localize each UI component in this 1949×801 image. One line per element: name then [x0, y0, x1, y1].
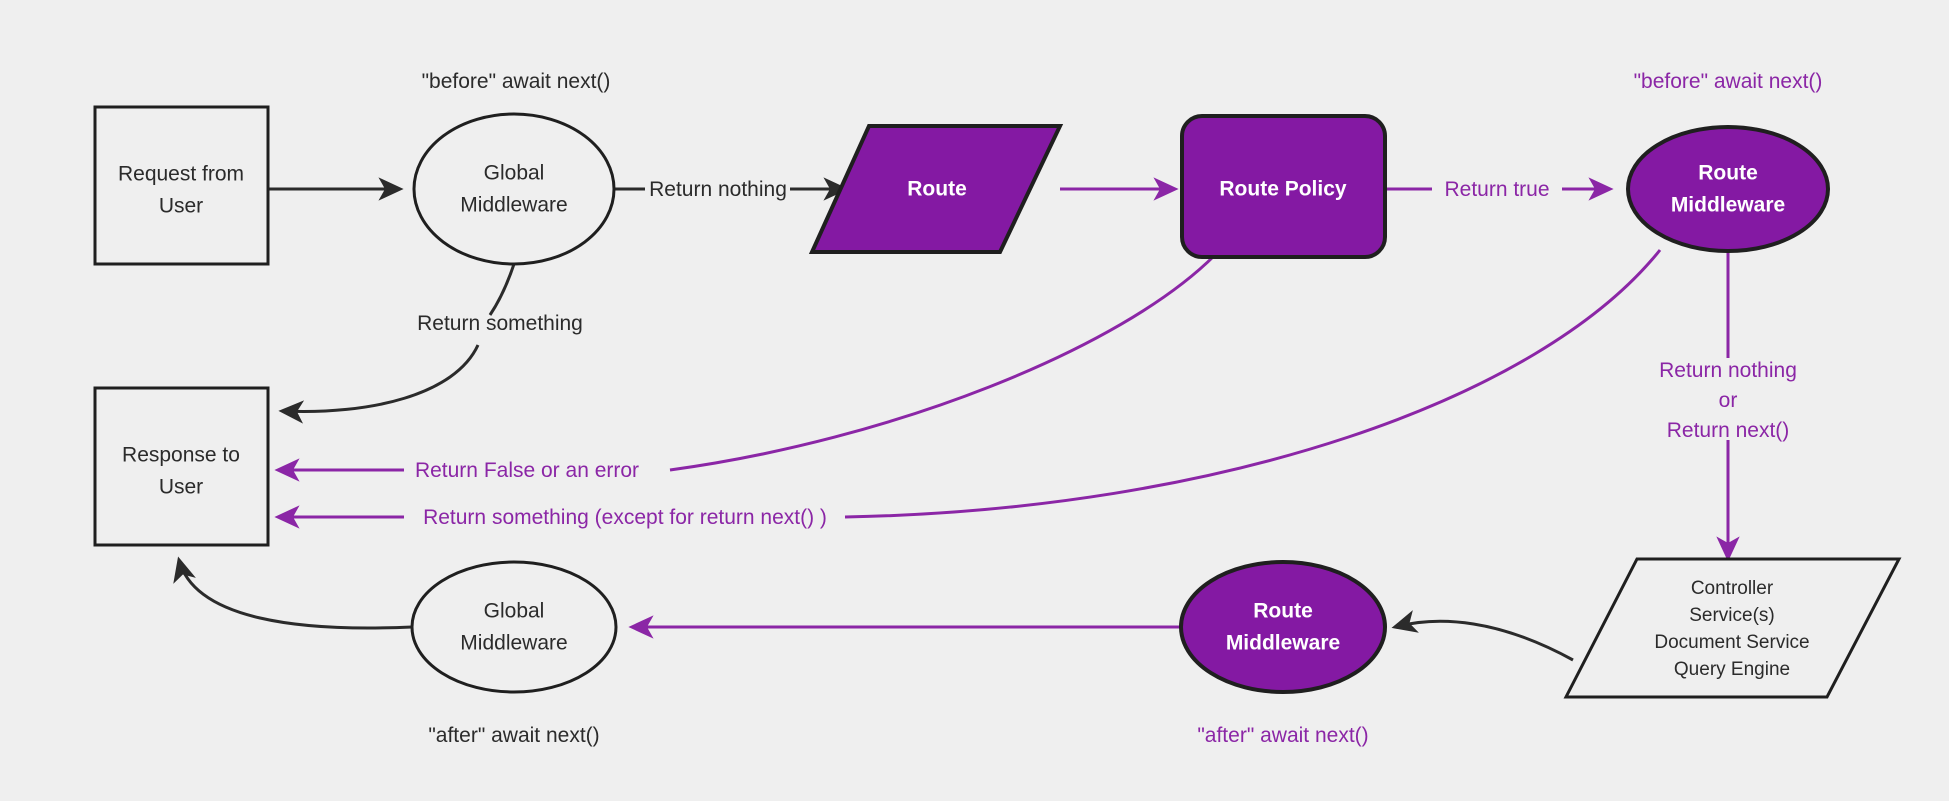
node-route-policy[interactable]: Route Policy: [1180, 114, 1387, 259]
request-from-user-label-line1: Request from: [118, 163, 244, 186]
node-route-middleware-top[interactable]: Route Middleware: [1626, 125, 1830, 253]
edge-global-middleware-to-response-lower: [278, 344, 480, 424]
node-route[interactable]: Route: [808, 124, 1064, 254]
controller-label-line1: Controller: [1691, 578, 1774, 599]
controller-label-line2: Service(s): [1689, 605, 1775, 626]
route-middleware-bottom-label-line1: Route: [1253, 600, 1313, 623]
label-after-await-next-dark: "after" await next(): [428, 724, 599, 747]
node-request-from-user[interactable]: Request from User: [93, 105, 270, 266]
global-middleware-top-label-line2: Middleware: [460, 194, 567, 217]
label-before-await-next-dark: "before" await next(): [422, 70, 611, 93]
route-parallelogram: [808, 124, 1064, 254]
edge-route-middleware-to-response-curve: [844, 249, 1662, 519]
route-middleware-bottom-label-line2: Middleware: [1226, 632, 1340, 655]
route-middleware-top-label-line1: Route: [1698, 162, 1758, 185]
label-after-await-next-purple: "after" await next(): [1197, 724, 1368, 747]
edge-global-middleware-bottom-to-response: [173, 556, 413, 630]
route-label: Route: [907, 178, 967, 201]
response-to-user-label-line1: Response to: [122, 444, 240, 467]
route-middleware-bottom-ellipse: [1179, 560, 1387, 694]
edge-controller-to-route-middleware-bottom: [1391, 610, 1574, 662]
label-return-true: Return true: [1444, 178, 1549, 201]
label-return-false-or-error: Return False or an error: [415, 459, 639, 482]
route-middleware-top-ellipse: [1626, 125, 1830, 253]
label-or-vertical: or: [1719, 389, 1738, 412]
label-before-await-next-purple: "before" await next(): [1634, 70, 1823, 93]
node-response-to-user[interactable]: Response to User: [93, 386, 270, 547]
route-policy-label: Route Policy: [1219, 178, 1347, 201]
edge-route-policy-to-response-curve: [669, 253, 1217, 472]
label-return-next-vertical: Return next(): [1667, 419, 1790, 442]
global-middleware-bottom-label-line1: Global: [484, 600, 545, 623]
node-route-middleware-bottom[interactable]: Route Middleware: [1179, 560, 1387, 694]
request-from-user-box: [93, 105, 270, 266]
route-policy-box: [1180, 114, 1387, 259]
controller-parallelogram: [1563, 557, 1902, 699]
controller-label-line3: Document Service: [1654, 632, 1809, 653]
edge-global-middleware-to-response-upper: [488, 263, 516, 316]
node-global-middleware-top[interactable]: Global Middleware: [412, 112, 616, 266]
global-middleware-top-ellipse: [412, 112, 616, 266]
response-to-user-box: [93, 386, 270, 547]
controller-label-line4: Query Engine: [1674, 659, 1790, 680]
label-return-nothing: Return nothing: [649, 178, 787, 201]
route-middleware-top-label-line2: Middleware: [1671, 194, 1785, 217]
label-return-something-except: Return something (except for return next…: [423, 506, 827, 529]
label-return-nothing-vertical: Return nothing: [1659, 359, 1797, 382]
node-global-middleware-bottom[interactable]: Global Middleware: [410, 560, 618, 694]
global-middleware-bottom-ellipse: [410, 560, 618, 694]
global-middleware-top-label-line1: Global: [484, 162, 545, 185]
node-controller-services[interactable]: Controller Service(s) Document Service Q…: [1563, 557, 1902, 699]
request-from-user-label-line2: User: [159, 195, 203, 218]
global-middleware-bottom-label-line2: Middleware: [460, 632, 567, 655]
label-return-something: Return something: [417, 312, 583, 335]
response-to-user-label-line2: User: [159, 476, 203, 499]
